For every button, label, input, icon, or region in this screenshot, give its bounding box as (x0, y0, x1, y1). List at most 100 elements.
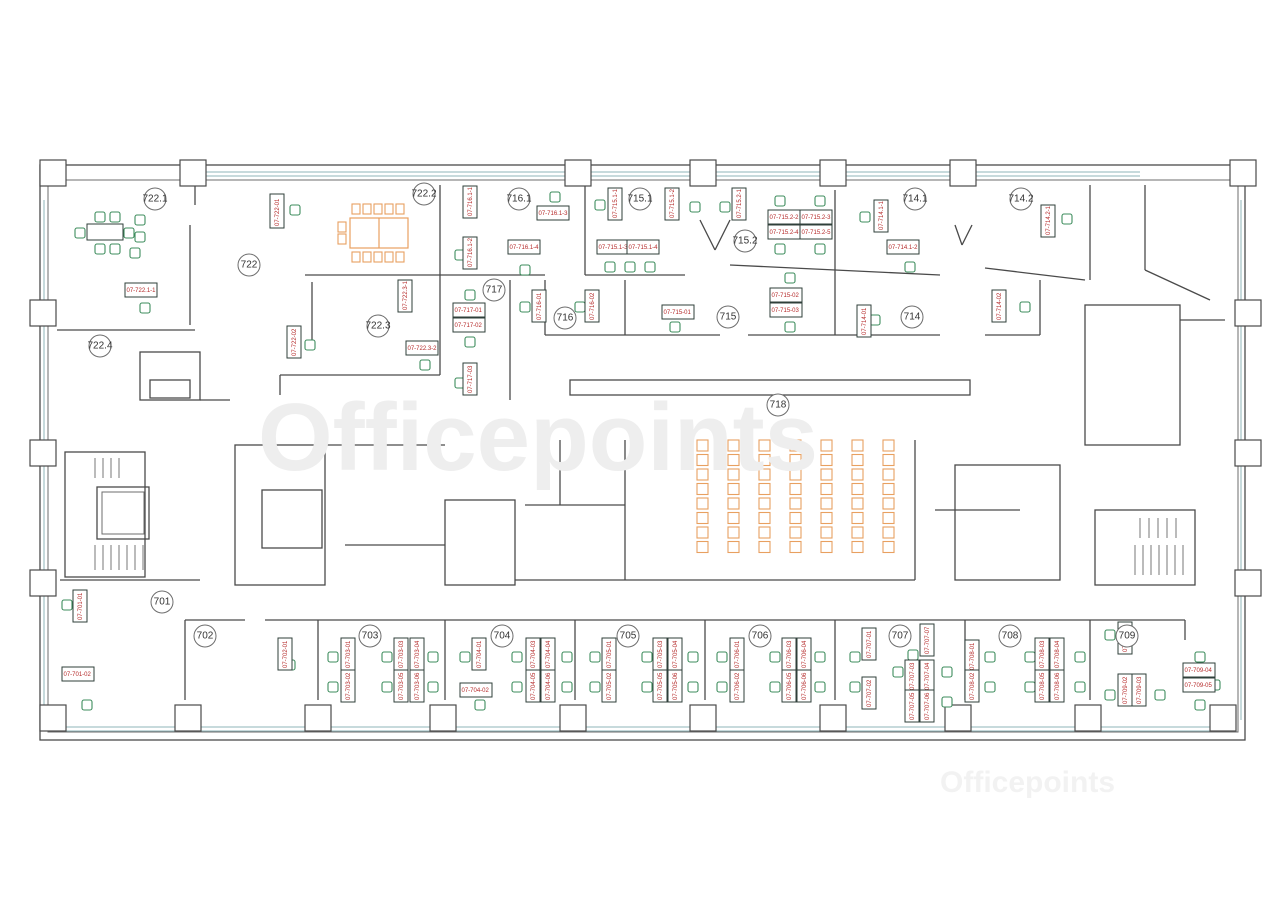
chair-orange (337, 221, 347, 233)
desk (397, 279, 413, 313)
auditorium-seat (696, 540, 709, 554)
chair (814, 651, 826, 663)
column (559, 704, 587, 732)
desk-label: 07-707-07 (925, 626, 931, 654)
auditorium-seat (882, 482, 895, 496)
desk (904, 689, 920, 723)
desk-label: 07-704-01 (477, 640, 483, 668)
room-label: 701 (154, 597, 171, 608)
desk-label: 07-715.1-2 (670, 188, 676, 218)
columns (29, 159, 1262, 732)
desk-label: 07-705-04 (673, 640, 679, 668)
desk-label: 07-716-02 (590, 292, 596, 320)
room-marker (366, 314, 390, 338)
auditorium-seat (820, 453, 833, 467)
chair (641, 681, 653, 693)
chair-orange (384, 251, 394, 263)
auditorium-seat (727, 468, 740, 481)
auditorium-seat (696, 526, 709, 539)
chair (464, 289, 476, 301)
desk (601, 669, 617, 703)
desk (1182, 677, 1216, 693)
watermark-secondary: Officepoints (940, 766, 1115, 799)
desk (286, 325, 302, 359)
desk-label: 07-716.1-2 (468, 237, 474, 267)
room-label: 706 (752, 631, 769, 642)
meeting-furniture (337, 203, 895, 554)
desk-label: 07-704-02 (462, 688, 490, 694)
chair (769, 651, 781, 663)
desk (991, 289, 1007, 323)
room-marker (733, 229, 757, 253)
auditorium-seat (882, 497, 895, 510)
desk-label: 07-705-03 (658, 640, 664, 668)
desk-label: 07-715-02 (772, 293, 800, 299)
room-label: 717 (486, 285, 503, 296)
auditorium-seat (696, 468, 709, 481)
chair-orange (337, 233, 347, 245)
chair (984, 681, 996, 693)
chair (784, 272, 796, 284)
column (1229, 159, 1257, 187)
room-marker (553, 306, 577, 330)
auditorium-seat (727, 482, 740, 496)
room-label: 715.1 (627, 194, 652, 205)
auditorium-seat (696, 511, 709, 525)
chair (134, 214, 146, 226)
room-marker (193, 624, 217, 648)
chair (814, 243, 826, 255)
chair (459, 651, 471, 663)
auditorium-seat (851, 526, 864, 539)
auditorium-seat (727, 497, 740, 510)
desk-label: 07-702-01 (283, 640, 289, 668)
chair (984, 651, 996, 663)
desk-label: 07-708-02 (970, 672, 976, 700)
auditorium-seat (820, 511, 833, 525)
chair-orange (362, 251, 372, 263)
desk (459, 682, 493, 698)
room-label: 722.4 (87, 341, 112, 352)
column (1234, 439, 1262, 467)
chair (594, 199, 606, 211)
chair (774, 243, 786, 255)
chair (1154, 689, 1166, 701)
chair (123, 227, 135, 239)
chair (814, 195, 826, 207)
desk (964, 669, 980, 703)
column (174, 704, 202, 732)
column (1234, 299, 1262, 327)
chair (892, 666, 904, 678)
room-marker (716, 305, 740, 329)
auditorium-seat (882, 540, 895, 554)
chair (464, 336, 476, 348)
desk (1049, 669, 1065, 703)
auditorium-seat (820, 468, 833, 481)
desk (507, 239, 541, 255)
desk (729, 669, 745, 703)
auditorium-seat (882, 453, 895, 467)
desk-label: 07-705-01 (607, 640, 613, 668)
desk (452, 317, 486, 333)
room-marker (766, 393, 790, 417)
desk-label: 07-703-01 (346, 640, 352, 668)
desk (919, 689, 935, 723)
desk-label: 07-706-05 (787, 672, 793, 700)
chair (624, 261, 636, 273)
chair (687, 651, 699, 663)
column (819, 159, 847, 187)
desk-label: 07-717-02 (455, 323, 483, 329)
chair (511, 681, 523, 693)
desk (626, 239, 660, 255)
desk-label: 07-722.3-1 (403, 280, 409, 310)
chair (941, 696, 953, 708)
chair (134, 231, 146, 243)
desk-label: 07-715.2-2 (770, 215, 800, 221)
column (29, 439, 57, 467)
desk-label: 07-707-02 (867, 679, 873, 707)
chair-orange (395, 203, 405, 215)
auditorium-seat (820, 482, 833, 496)
chair (94, 243, 106, 255)
auditorium-seat (727, 540, 740, 554)
chair (716, 681, 728, 693)
